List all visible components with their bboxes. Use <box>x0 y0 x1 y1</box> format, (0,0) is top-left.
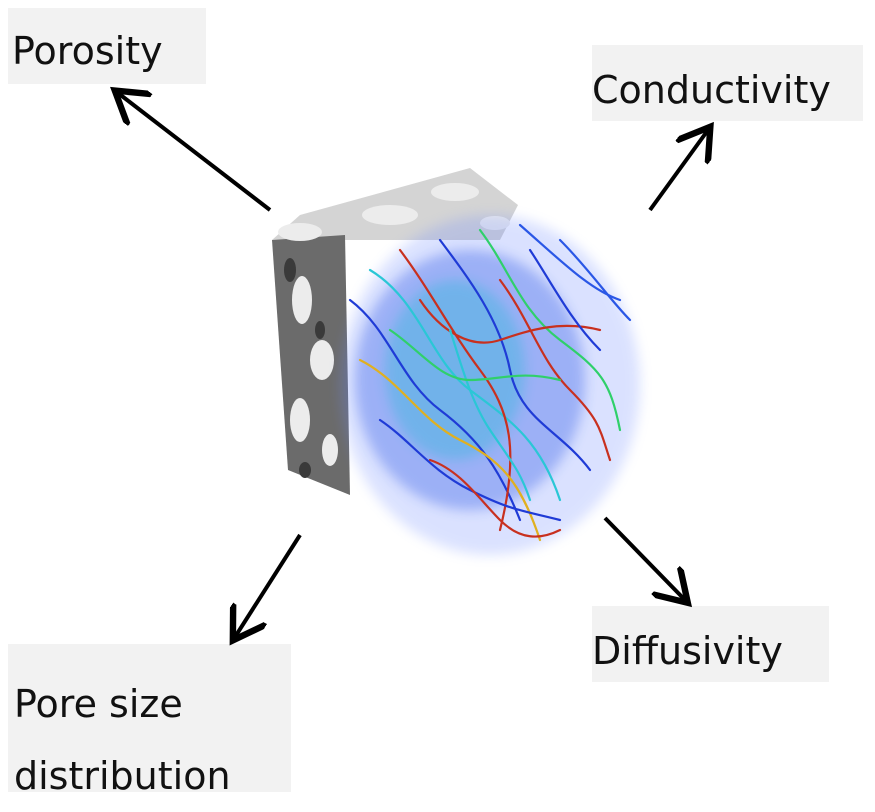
conductivity-label: Conductivity <box>592 45 863 121</box>
pore-size-label-line1: Pore size <box>14 682 183 726</box>
pore-size-label-line2: distribution <box>14 754 231 799</box>
flow-streamlines <box>340 215 640 555</box>
porosity-label: Porosity <box>8 8 206 84</box>
arrow-to-diffusivity <box>603 516 685 600</box>
pore-size-distribution-label: Pore size distribution <box>8 644 291 798</box>
pore-patches <box>278 183 510 466</box>
arrow-to-conductivity <box>648 130 708 212</box>
arrow-to-pore-size <box>235 533 302 637</box>
arrow-to-porosity <box>118 93 272 212</box>
diffusivity-label: Diffusivity <box>592 606 829 682</box>
porosity-label-text: Porosity <box>12 29 163 73</box>
conductivity-label-text: Conductivity <box>592 68 831 112</box>
diffusivity-label-text: Diffusivity <box>592 629 783 673</box>
